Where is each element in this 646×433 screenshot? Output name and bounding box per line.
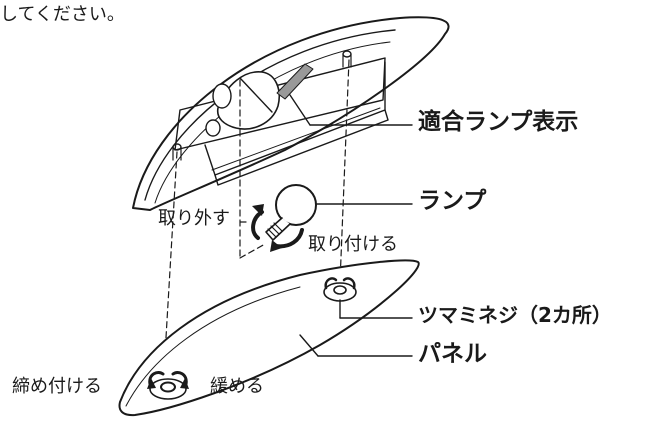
callout-lamp-display: 適合ランプ表示 [418, 109, 579, 135]
label-attach: 取り付ける [308, 234, 398, 255]
knob-screw-left [147, 370, 189, 400]
callout-knob-screw: ツマミネジ（2カ所） [418, 303, 612, 327]
callout-panel: パネル [418, 341, 487, 367]
lamp-bulb [265, 184, 413, 241]
instruction-fragment: してください。 [0, 4, 125, 25]
label-loosen: 緩める [210, 376, 264, 397]
label-remove: 取り外す [158, 208, 230, 229]
lamp-rotation-arrows [251, 204, 304, 252]
callout-lamp: ランプ [418, 188, 487, 214]
lamp-display-plate [276, 63, 413, 126]
alignment-lines [162, 59, 350, 389]
fixture-housing [132, 16, 450, 211]
knob-screw-right [323, 277, 413, 319]
label-tighten: 締め付ける [12, 376, 102, 397]
lamp-socket [205, 71, 280, 137]
